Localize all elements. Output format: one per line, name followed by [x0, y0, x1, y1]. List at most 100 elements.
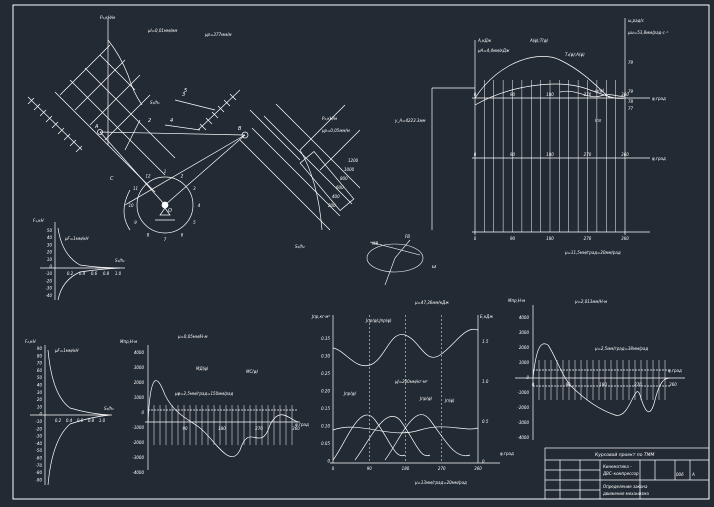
fp1-x-tick: 0.8 — [103, 271, 110, 276]
tp-x-tick: 360 — [292, 426, 300, 431]
callout-4: 4 — [170, 118, 173, 124]
ip-x-tick: 180 — [402, 466, 410, 471]
right-scale-value: 400 — [332, 194, 340, 199]
small-fig-label-2: FB — [405, 234, 410, 239]
mechanism-group — [27, 18, 361, 234]
fp2-y-tick: 90 — [37, 346, 43, 351]
fp1-x-tick: 1.0 — [115, 271, 122, 276]
work-x-tick-bottom: 270 — [584, 236, 592, 241]
tp-x-scale: μφ=2,5мм/град=150мм/рад — [174, 391, 233, 396]
crank-position-2: 2 — [181, 174, 184, 179]
crank-circle — [136, 176, 194, 234]
title-block-text: Курсовой проект по ТММ Кинематика – ДВС–… — [595, 452, 695, 496]
work-grid — [484, 80, 616, 232]
tr-y-tick: 2000 — [519, 345, 530, 350]
fp2-scale: μF=1мм/кН — [54, 348, 79, 353]
work-x-tick-bottom: 90 — [510, 236, 516, 241]
tr-y-tick: 4000 — [519, 315, 530, 320]
fp1-y-tick: -40 — [45, 293, 52, 298]
work-curve-a — [474, 56, 611, 99]
tp-y-tick: -4000 — [132, 470, 144, 475]
tr-x-tick: 360 — [669, 382, 677, 387]
work-x-tick-bottom: 180 — [546, 236, 554, 241]
ip-curve-1: Jпр(φ) — [343, 391, 357, 396]
mech-desc-1: Кинематика – — [603, 464, 632, 469]
fp2-y-tick: 70 — [37, 361, 43, 366]
torque-plot-right — [515, 305, 685, 440]
sheet-letter: А — [691, 472, 695, 477]
ip-y-tick: 0.20 — [321, 389, 330, 394]
crank-center-label: O — [168, 208, 172, 214]
ip-x-tick: 270 — [438, 466, 446, 471]
tp-y-tick: 0 — [141, 410, 144, 415]
right-scale-value: 800 — [340, 176, 348, 181]
ip-x-tick: 0 — [332, 466, 335, 471]
fp1-y-tick: 50 — [47, 228, 53, 233]
tr-scale-top: μ=2,013мм/Н·м — [574, 299, 607, 304]
inertia-plot — [330, 315, 500, 464]
ip-right-tick: 0 — [482, 459, 485, 464]
fp2-y-tick: 80 — [37, 353, 43, 358]
tr-x-scale: μ=2,5мм/град=38мм/рад — [594, 346, 648, 351]
mech-desc-2: ДВС–компрессор — [602, 471, 639, 476]
crank-position-11: 11 — [133, 186, 138, 191]
ip-curve-3: Jп(φ) — [444, 398, 455, 403]
work-curve-t — [474, 83, 626, 106]
tr-x-tick: 0 — [532, 382, 535, 387]
tr-y-tick: -1000 — [517, 390, 529, 395]
fp1-x-tick: 0.6 — [91, 271, 98, 276]
fp2-y-tick: 0 — [39, 412, 42, 417]
left-pressure-label: P₁,кН/м — [100, 15, 115, 20]
ip-curve-top: Jпр(φ);Jпр(φ) — [365, 318, 392, 323]
fp1-x-tick: 0.2 — [67, 271, 74, 276]
tr-y-tick: 1000 — [519, 360, 530, 365]
left-guide-hatch — [27, 96, 83, 153]
tr-y-tick: 3000 — [519, 330, 530, 335]
fp2-x-tick: 0.4 — [66, 418, 73, 423]
force-plot-2 — [30, 345, 112, 486]
work-y-label: A,кДж — [477, 38, 492, 43]
work-x-tick-mid: 0 — [474, 152, 477, 157]
fp2-y-tick: -10 — [35, 419, 42, 424]
fp1-scale: μF=1мм/кН — [64, 236, 89, 241]
ip-x-tick: 90 — [367, 466, 373, 471]
fp2-y-tick: -20 — [35, 426, 42, 431]
right-pressure-label: P₂,кН/м — [322, 116, 337, 121]
node-c: C — [110, 176, 114, 182]
ip-scale-mid: μJ=200мм/кг·м² — [394, 379, 428, 384]
small-figure — [366, 239, 424, 286]
callout-2: 2 — [148, 118, 151, 124]
ip-y-tick: 0.15 — [321, 406, 330, 411]
tp-y-tick: -3000 — [132, 455, 144, 460]
ip-x-tick: 360 — [474, 466, 482, 471]
fp2-y-tick: 10 — [37, 404, 43, 409]
fp2-x-label: S₂/h₂ — [104, 406, 114, 411]
omega-value: 77 — [628, 106, 634, 111]
ip-y-tick: 0.30 — [321, 354, 330, 359]
ip-right-tick: 1.0 — [482, 379, 489, 384]
torque-plot-labels: Мпр,Н·м μ=0,05мм/Н·м μφ=2,5мм/град=150мм… — [120, 334, 309, 475]
ip-curve-2: Jпр(φ) — [419, 396, 433, 401]
right-scale-value: 1200 — [348, 158, 359, 163]
crank-position-10: 10 — [128, 203, 134, 208]
work-x-tick-mid: 90 — [510, 152, 516, 157]
force-plot-2-labels: F₂,кН μF=1мм/кН S₂/h₂ 908070605040302010… — [25, 339, 114, 482]
ip-y-tick: 0.35 — [321, 336, 330, 341]
left-note: y_A=4223.3мм — [394, 118, 426, 123]
analysis-1: Определение закона — [603, 484, 648, 489]
fp1-y-tick: -30 — [45, 286, 52, 291]
s2-label: S₂/h₂ — [295, 244, 305, 249]
torque-plot — [145, 345, 300, 470]
right-scale-value: 600 — [336, 185, 344, 190]
work-x-tick: 90 — [510, 92, 516, 97]
tp-y-tick: 1000 — [134, 395, 145, 400]
fp1-x-label: S₁/h₁ — [115, 258, 125, 263]
md-curve — [147, 380, 299, 458]
title-block — [544, 447, 710, 500]
fp1-y-tick: 0 — [49, 264, 52, 269]
tr-y-tick: -4000 — [517, 435, 529, 440]
